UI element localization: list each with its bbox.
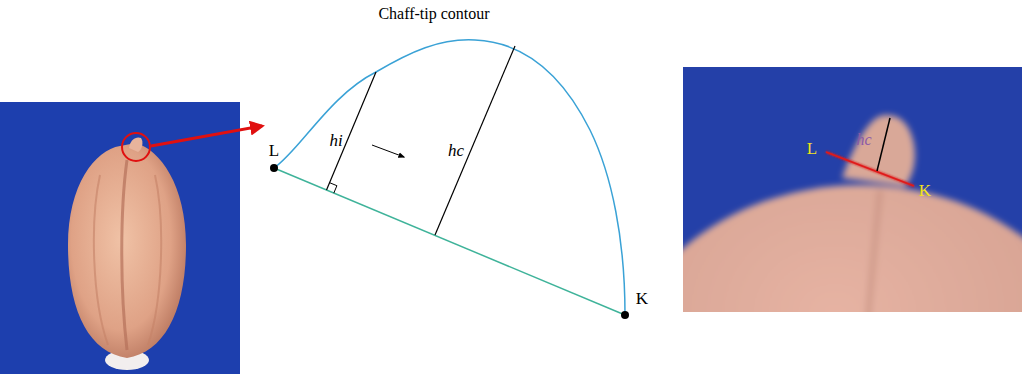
chaff-tip: [842, 115, 915, 186]
height-label: hc: [448, 142, 464, 159]
end-point: [621, 311, 629, 319]
base-line: [826, 152, 914, 186]
grain-groove: [868, 190, 880, 312]
chaff-tip: [129, 137, 142, 152]
grain-groove: [148, 175, 161, 345]
contour-curve: [274, 40, 625, 315]
right-angle-mark: [330, 183, 337, 193]
end-point: [270, 164, 278, 172]
height-line: [327, 72, 377, 190]
height-label: hc: [856, 132, 871, 148]
diagram-title: Chaff-tip contour: [378, 6, 489, 22]
direction-arrow: [372, 145, 404, 157]
point-label: K: [636, 290, 648, 307]
point-label: K: [919, 182, 931, 199]
zoom-photo: [683, 67, 1022, 312]
grain-groove: [122, 160, 127, 350]
height-line: [435, 46, 515, 235]
point-label: L: [269, 142, 279, 159]
grain-groove: [94, 175, 108, 345]
photo-ground: [0, 102, 240, 374]
base-line: [826, 152, 914, 186]
rice-grain: [68, 143, 186, 358]
contour-schematic: [270, 40, 629, 319]
point-label: L: [807, 140, 817, 157]
highlight-circle: [122, 133, 150, 161]
height-line: [877, 118, 890, 171]
grain-photo: [0, 102, 262, 374]
height-label: hi: [329, 132, 342, 149]
grain-surface: [683, 185, 1022, 312]
zoom-arrow: [151, 126, 262, 146]
